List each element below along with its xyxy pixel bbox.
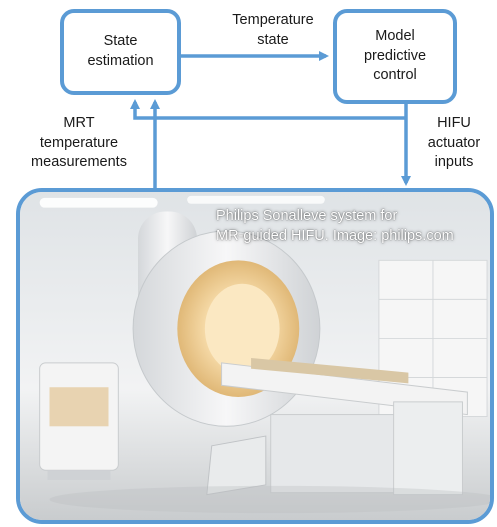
- photo-caption: Philips Sonalleve system for MR-guided H…: [216, 206, 486, 247]
- temperature-state-line-2: state: [257, 31, 289, 48]
- mrt-line-1: MRT: [63, 115, 95, 131]
- arrow-feedback: [130, 99, 406, 120]
- temperature-state-label: Temperature state: [214, 11, 332, 50]
- hifu-line-3: inputs: [434, 154, 474, 171]
- photo-caption-line-2: MR-guided HIFU. Image: philips.com: [216, 228, 454, 245]
- photo-caption-line-1: Philips Sonalleve system for: [216, 208, 398, 224]
- mri-scanner-illustration: [20, 192, 490, 520]
- mpc-line-3: control: [373, 67, 417, 84]
- state-estimation-line-1: State: [103, 33, 138, 50]
- mrt-line-3: measurements: [31, 154, 127, 171]
- hifu-inputs-label: HIFU actuator inputs: [414, 114, 494, 173]
- hifu-line-1: HIFU: [437, 115, 471, 131]
- mpc-line-1: Model: [375, 28, 415, 45]
- mpc-line-2: predictive: [363, 47, 427, 64]
- mrt-measurements-label: MRT temperature measurements: [4, 114, 154, 173]
- mri-system-photo: Philips Sonalleve system for MR-guided H…: [16, 188, 494, 524]
- mrt-line-2: temperature: [39, 134, 119, 151]
- state-estimation-line-2: estimation: [87, 53, 154, 69]
- hifu-line-2: actuator: [427, 134, 481, 151]
- state-estimation-block: State estimation: [60, 9, 181, 95]
- temperature-state-line-1: Temperature: [232, 12, 314, 28]
- model-predictive-control-block: Model predictive control: [333, 9, 457, 104]
